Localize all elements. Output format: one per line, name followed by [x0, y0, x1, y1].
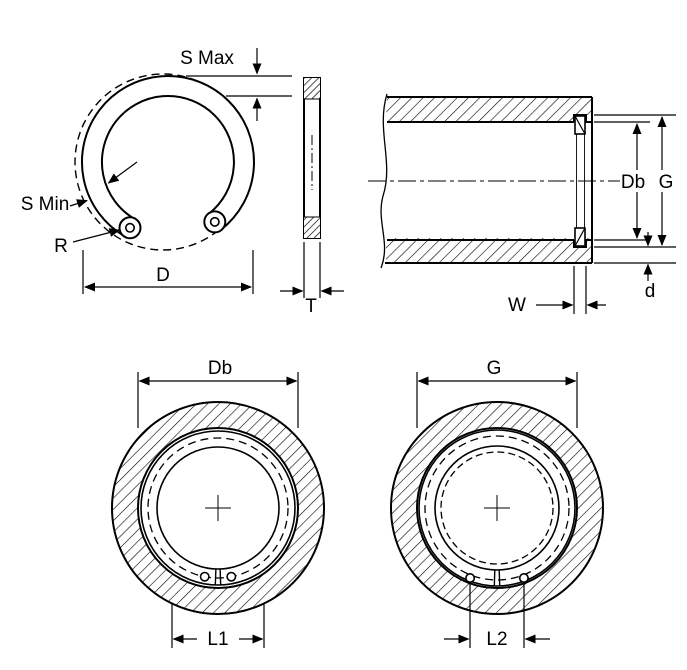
lug-hole-right — [226, 571, 237, 582]
housing-bore-circle — [137, 427, 299, 589]
lug-hole-right — [209, 216, 220, 227]
housing-outer-circle — [111, 401, 325, 615]
groove-top — [573, 114, 592, 123]
label-s-max: S Max — [180, 48, 234, 69]
lug-hole-left — [125, 222, 136, 233]
label-groove-g: G — [487, 358, 502, 379]
label-d: D — [156, 265, 170, 286]
lug-hole-right — [518, 572, 529, 583]
label-l1: L1 — [207, 629, 228, 650]
label-section-g: G — [659, 172, 674, 193]
housing-section-view: Db G d W — [368, 93, 678, 316]
circlip-ring-body — [81, 75, 255, 238]
label-s-min: S Min — [21, 194, 70, 215]
label-bore-db: Db — [208, 358, 232, 379]
label-r: R — [54, 236, 68, 257]
housing-wall-top — [386, 97, 592, 122]
groove-diameter-view: G L2 — [390, 358, 604, 650]
housing-wall-bottom — [386, 238, 592, 263]
housing-bore-circle — [416, 427, 578, 589]
label-section-db: Db — [621, 172, 645, 193]
housing-outer-circle — [390, 401, 604, 615]
lug-hole-left — [199, 571, 210, 582]
ring-inner-circle — [434, 445, 560, 571]
bore-diameter-view: Db L1 — [111, 358, 325, 650]
label-t: T — [305, 296, 317, 317]
groove-bottom — [573, 239, 592, 248]
ring-side-view: T — [280, 77, 344, 317]
ring-inner-circle — [156, 446, 280, 570]
circlip-front-view: S Max S Min R D — [21, 48, 292, 294]
label-section-d: d — [645, 281, 656, 302]
ring-dashed-circle-inner — [440, 451, 554, 565]
lug-hole-left — [465, 572, 476, 583]
ring-outer-circle — [418, 429, 576, 587]
ring-outer-circle — [140, 430, 296, 586]
ring-dashed-circle-outer — [424, 435, 570, 581]
ring-dashed-circle — [147, 437, 289, 579]
label-w: W — [508, 295, 526, 316]
label-l2: L2 — [486, 629, 507, 650]
